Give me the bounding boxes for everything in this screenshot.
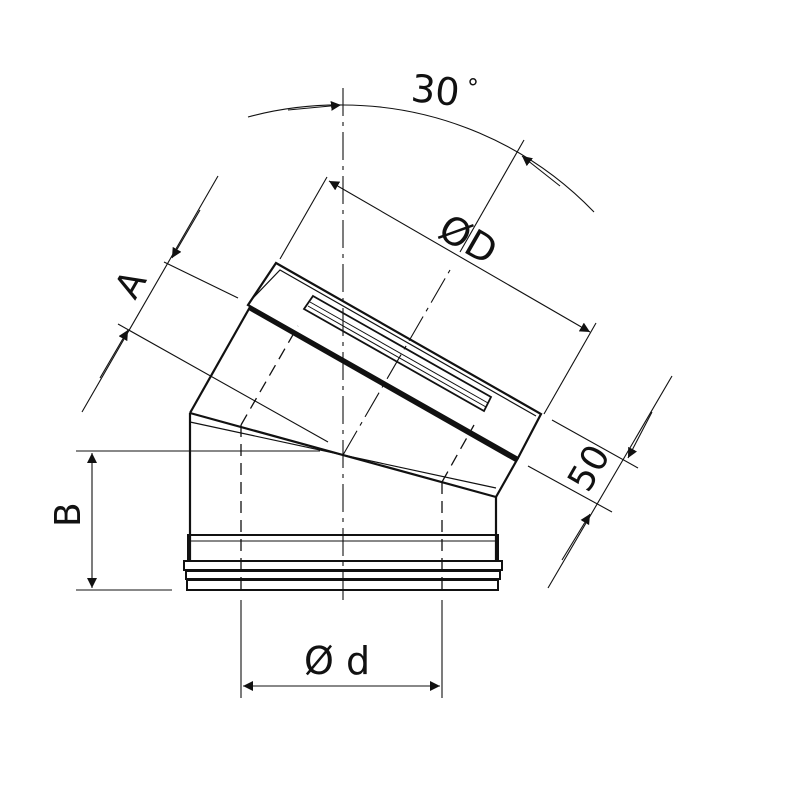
hidden-lines <box>240 325 475 592</box>
overlap-arrow-bottom <box>561 513 591 561</box>
upper-section-right-edge <box>495 457 519 498</box>
a-extension-bottom <box>117 323 329 443</box>
seal-strip-line-1 <box>309 301 489 404</box>
dim-a-label: A <box>107 263 155 305</box>
overlap-extension-top <box>551 419 639 469</box>
seal-strip <box>302 294 493 413</box>
angle-dimension-arc-right <box>342 104 595 213</box>
inner-wall-left-upper <box>240 325 299 426</box>
overlap-label: 50 <box>560 438 618 498</box>
socket-collar-inner-line <box>252 269 537 417</box>
overlap-arrow-top <box>627 411 653 459</box>
upper-section-left-edge <box>189 306 251 414</box>
outer-diameter-label: ØD <box>432 206 505 274</box>
od-extension-right <box>543 322 597 415</box>
angle-dimension-arc <box>247 104 344 118</box>
a-arrow-bottom <box>99 329 129 379</box>
a-dimension-line <box>81 175 219 413</box>
inner-wall-right-upper <box>441 424 475 483</box>
overlap-dimension-line <box>547 375 673 589</box>
overlap-extension-bottom <box>527 465 613 513</box>
angle-degree-mark: ° <box>467 74 479 102</box>
od-dimension-line <box>328 180 591 333</box>
inner-diameter-label: Ø d <box>304 639 370 683</box>
dimensions <box>76 100 673 698</box>
elbow-part <box>183 261 543 591</box>
a-arrow-top <box>171 209 201 259</box>
angle-arrow-right <box>521 155 561 187</box>
od-extension-left <box>279 176 328 260</box>
angle-label: 30 <box>409 66 462 115</box>
dim-b-label: B <box>48 502 89 527</box>
center-lines <box>342 88 451 602</box>
angle-arrow-left <box>287 100 342 111</box>
inclined-axis <box>342 269 451 456</box>
a-extension-top <box>163 261 239 299</box>
